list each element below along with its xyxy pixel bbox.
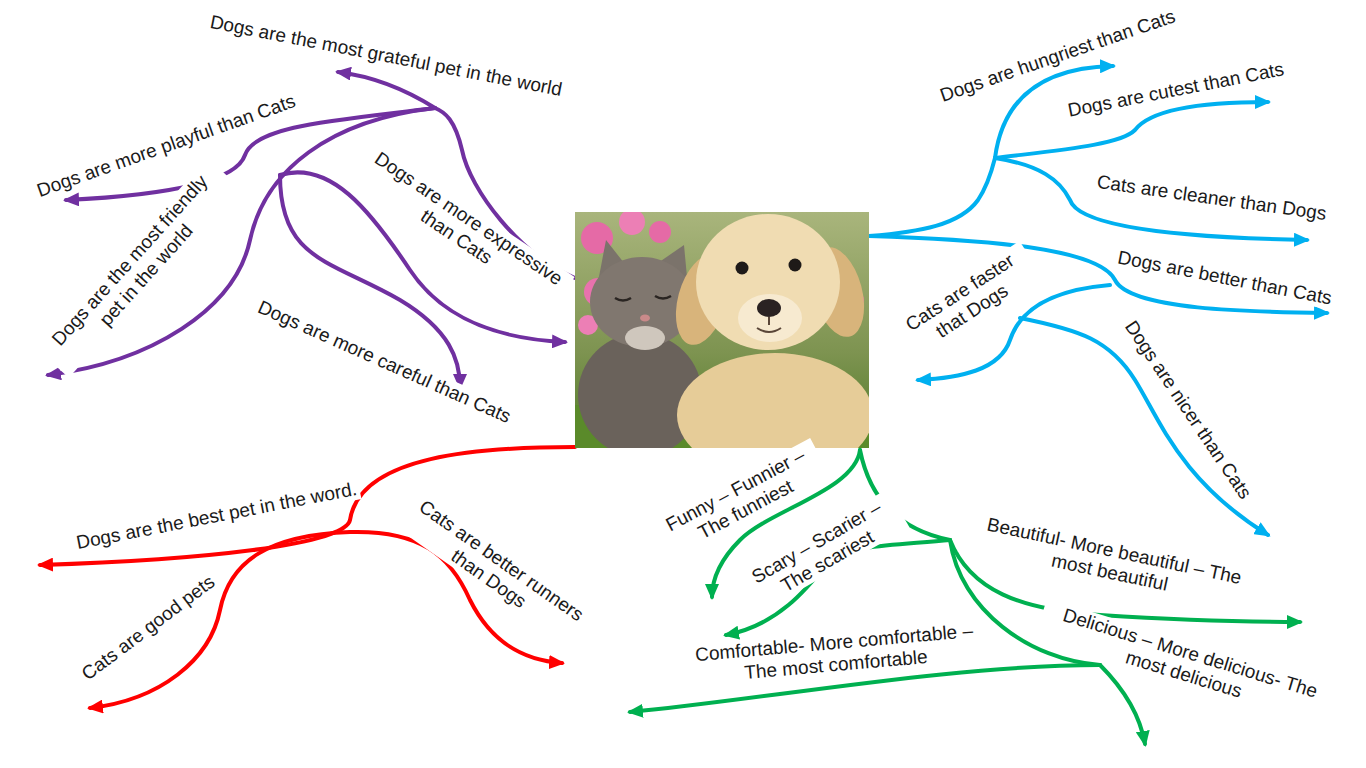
branch-line <box>869 158 995 236</box>
branch-label: Dogs are nicer than Cats <box>1118 314 1257 505</box>
branch-label: Delicious – More delicious- The most del… <box>1034 598 1339 729</box>
branch-label: Dogs are more careful than Cats <box>251 295 516 429</box>
branch-label: Cats are better runners than Dogs <box>386 484 604 655</box>
branch-label: Dogs are the most grateful pet in the wo… <box>205 11 567 102</box>
puppy-muzzle <box>738 294 802 342</box>
branch-label: Cats are faster that Dogs <box>889 241 1044 363</box>
flower <box>649 221 671 243</box>
branch-label: Cats are cleaner than Dogs <box>1093 171 1331 226</box>
puppy-nose <box>757 299 781 317</box>
branch-label: Dogs are more expressive than Cats <box>350 143 574 314</box>
branch-label: Comfortable- More comfortable – The most… <box>686 619 985 688</box>
puppy-eye <box>736 262 749 275</box>
branch-arrow <box>90 532 350 708</box>
kitten-puppy-photo <box>575 212 869 448</box>
branch-arrow <box>995 102 1268 158</box>
flower <box>619 212 645 235</box>
puppy-eye <box>789 259 802 272</box>
kitten-nose <box>640 315 650 322</box>
branch-arrow <box>1100 665 1145 744</box>
kitten-eyes <box>615 296 671 301</box>
puppy-body <box>677 353 869 448</box>
branch-arrow <box>338 72 435 108</box>
branch-label: Dogs are the best pet in the word. <box>72 477 362 554</box>
puppy-head <box>696 214 840 350</box>
branch-label: Dogs are more playful than Cats <box>31 89 301 203</box>
kitten-muzzle <box>625 326 665 350</box>
branch-label: Cats are good pets <box>75 569 221 687</box>
branch-label: Dogs are cutest than Cats <box>1063 58 1289 123</box>
branch-label: Beautiful- More beautiful – The most bea… <box>958 509 1266 615</box>
blue-branch <box>869 66 1327 535</box>
branch-label: Dogs are better than Cats <box>1113 246 1337 310</box>
puppy-mouth <box>757 317 781 332</box>
